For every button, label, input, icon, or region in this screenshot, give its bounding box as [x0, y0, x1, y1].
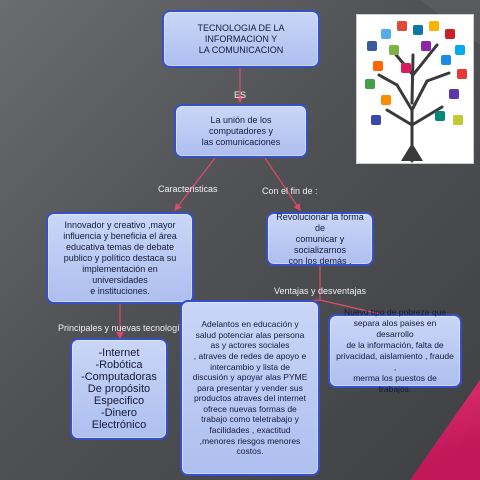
characteristics-box: Innovador y creativo ,mayor influencia y…	[46, 212, 194, 304]
arrow-to-characteristics	[174, 157, 216, 211]
es-label: ES	[234, 90, 247, 100]
caracteristicas-label: Caracteristicas	[158, 184, 218, 194]
line-to-disadvantages-box	[319, 299, 381, 315]
tree-icon	[356, 14, 474, 164]
characteristics-text: Innovador y creativo ,mayor influencia y…	[63, 219, 177, 296]
advantages-box: Adelantos en educación y salud potenciar…	[180, 300, 320, 476]
technologies-box: -Internet -Robótica -Computadoras De pro…	[70, 338, 168, 440]
technologies-text: -Internet -Robótica -Computadoras De pro…	[81, 347, 157, 431]
definition-box: La unión de los computadores y las comun…	[174, 104, 308, 158]
purpose-box: Revolucionar la forma de comunicar y soc…	[266, 212, 374, 266]
disadvantages-text: Nuevo tipo de pobreza que separa alos pa…	[336, 307, 454, 394]
definition-text: La unión de los computadores y las comun…	[201, 114, 281, 147]
ventajas-label: Ventajas y desventajas	[274, 286, 367, 296]
purpose-text: Revolucionar la forma de comunicar y soc…	[276, 211, 364, 266]
arrow-to-purpose	[264, 157, 301, 211]
title-box: TECNOLOGIA DE LA INFORMACION Y LA COMUNI…	[162, 10, 320, 68]
title-text: TECNOLOGIA DE LA INFORMACION Y LA COMUNI…	[197, 22, 285, 55]
advantages-text: Adelantos en educación y salud potenciar…	[192, 319, 308, 457]
disadvantages-box: Nuevo tipo de pobreza que separa alos pa…	[328, 307, 462, 394]
fin-label: Con el fin de :	[262, 186, 318, 196]
social-media-icons	[357, 15, 473, 163]
principales-label: Principales y nuevas tecnologías.	[58, 323, 192, 333]
